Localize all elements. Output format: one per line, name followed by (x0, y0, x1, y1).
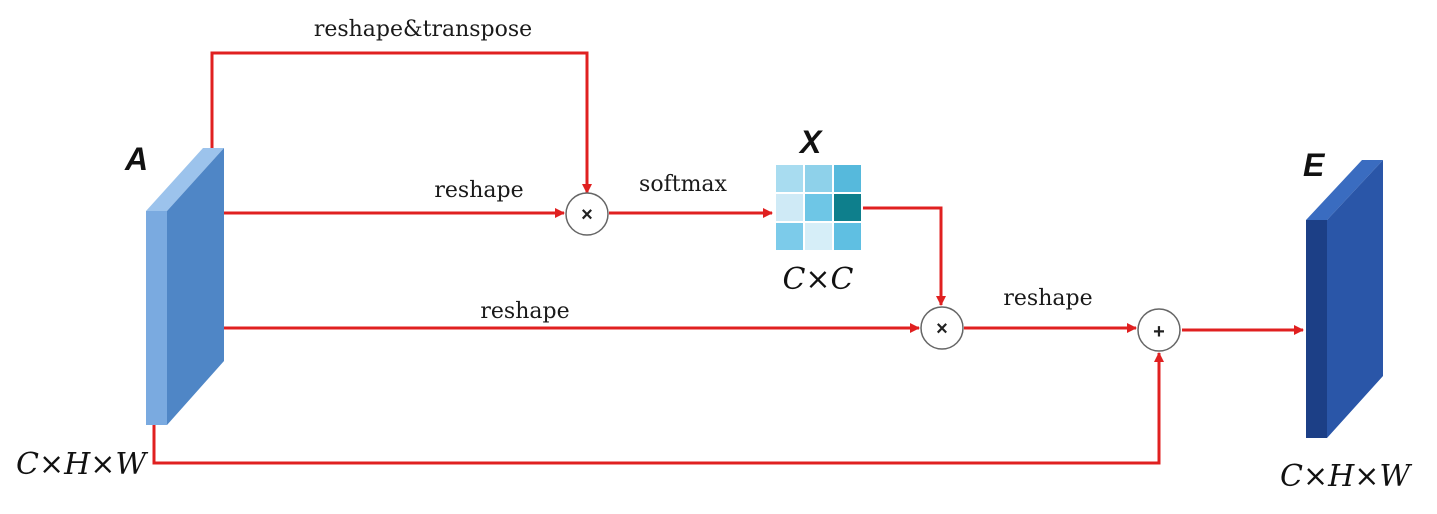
softmax-label: softmax (639, 172, 727, 197)
matrix-cell (803, 163, 834, 194)
matrix-cell (774, 192, 805, 223)
output-dimension-label: C×H×W (1280, 459, 1412, 494)
tensor-a-block (146, 148, 224, 425)
matrix-cell (803, 192, 834, 223)
tensor-e-label: E (1303, 147, 1326, 183)
matrix-cell (774, 163, 805, 194)
matrix-x-label: X (798, 124, 823, 160)
multiply-symbol-1: × (581, 204, 593, 226)
reshape-right-label: reshape (1003, 286, 1092, 311)
matrix-cell (832, 163, 863, 194)
matrix-cell (832, 221, 863, 252)
arrow-reshape-transpose (210, 51, 592, 194)
matrix-dimension-label: C×C (782, 262, 853, 297)
tensor-a-front-face (167, 148, 224, 425)
matrix-cell (832, 192, 863, 223)
tensor-a-top-face (146, 148, 224, 211)
tensor-e-front-face (1327, 160, 1383, 438)
reshape-top-label: reshape (434, 178, 523, 203)
multiply-node-2: × (920, 306, 964, 350)
matrix-cell (803, 221, 834, 252)
matrix-cell (774, 221, 805, 252)
multiply-node-1: × (565, 192, 609, 236)
arrow-residual (152, 352, 1164, 465)
tensor-e-side-face (1306, 220, 1327, 438)
reshape-middle-label: reshape (480, 299, 569, 324)
arrow-matrix-to-multiply (863, 206, 946, 306)
tensor-a-label: A (124, 141, 148, 177)
input-dimension-label: C×H×W (16, 447, 148, 482)
matrix-x-grid (774, 163, 863, 252)
tensor-e-block (1306, 160, 1383, 438)
add-symbol: + (1153, 321, 1165, 343)
tensor-a-side-face (146, 211, 167, 425)
reshape-transpose-label: reshape&transpose (314, 17, 532, 42)
multiply-symbol-2: × (936, 318, 948, 340)
arrows (152, 51, 1304, 465)
add-node: + (1137, 308, 1181, 352)
tensor-e-top-face (1306, 160, 1383, 220)
